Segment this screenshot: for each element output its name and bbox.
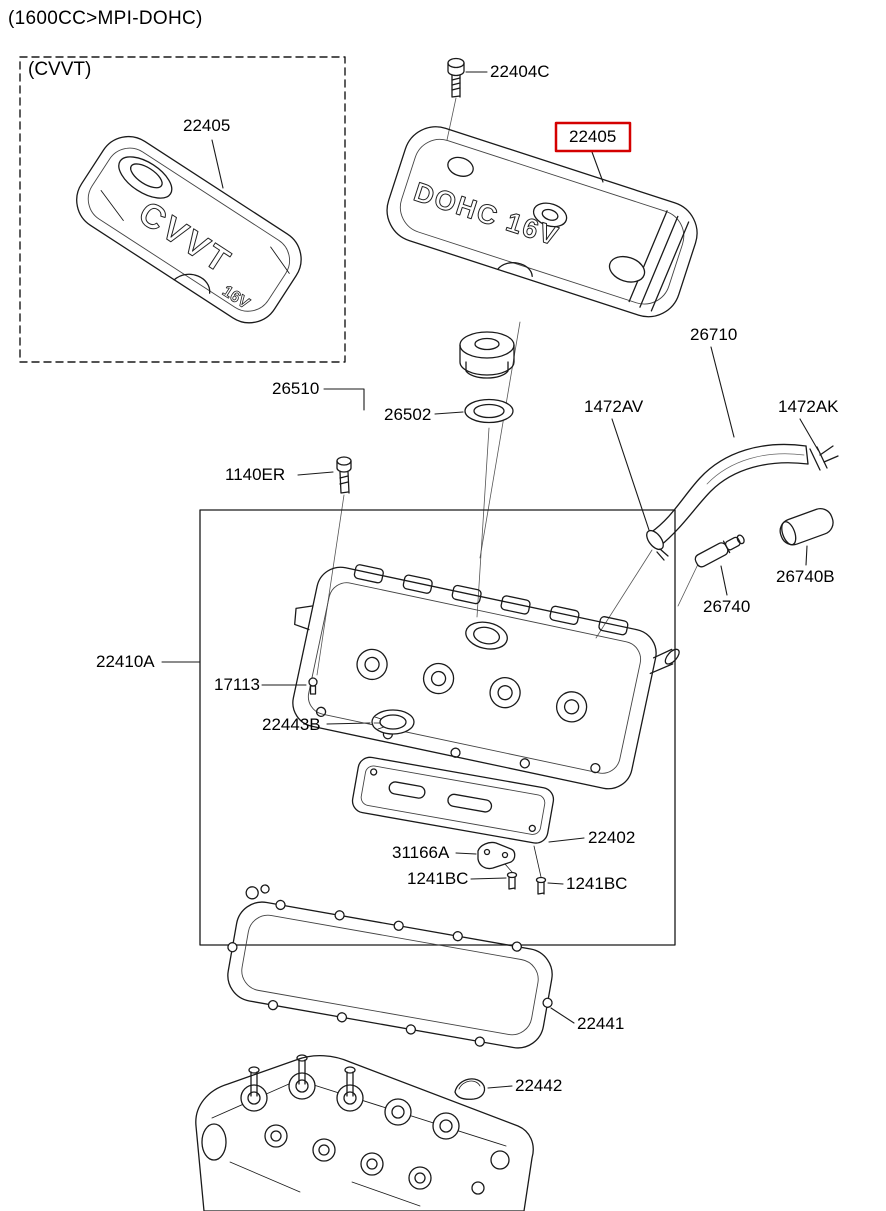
pcv-sleeve-art: [779, 507, 834, 546]
assembly-lines: [316, 97, 701, 676]
part-label-1472ak[interactable]: 1472AK: [778, 397, 839, 416]
part-label-22441[interactable]: 22441: [577, 1014, 625, 1033]
part-label-31166a[interactable]: 31166A: [392, 843, 450, 862]
part-label-26740[interactable]: 26740: [703, 597, 751, 616]
part-label-1140er[interactable]: 1140ER: [225, 465, 286, 484]
part-label-17113[interactable]: 17113: [214, 675, 261, 694]
baffle-gasket-art: [351, 756, 555, 844]
grommet-art: [308, 677, 318, 695]
leader-lines: [161, 71, 819, 1089]
part-label-1472av[interactable]: 1472AV: [584, 397, 644, 416]
rocker-cover-art: [292, 564, 680, 790]
part-label-26710[interactable]: 26710: [690, 325, 738, 344]
spark-plug-seal-art: [371, 709, 415, 735]
baffle-bolt-right-art: [533, 845, 547, 895]
part-label-22442[interactable]: 22442: [515, 1076, 563, 1095]
bracket-art: [477, 841, 516, 870]
mount-bolt-art: [336, 456, 352, 494]
part-label-22405-cvvt[interactable]: 22405: [183, 116, 231, 135]
part-label-22402[interactable]: 22402: [588, 828, 636, 847]
highlight-box: [554, 121, 632, 153]
cvvt-cover-logo-text: CVVT: [132, 194, 239, 282]
rocker-cover-gasket-art: [227, 884, 553, 1049]
part-label-22443b[interactable]: 22443B: [262, 715, 321, 734]
filler-cap-gasket-art: [464, 398, 514, 424]
part-label-1241bc-right[interactable]: 1241BC: [566, 874, 628, 893]
cylinder-head-art: [195, 1054, 534, 1211]
pcv-valve-art: [694, 534, 745, 568]
part-label-1241bc-left[interactable]: 1241BC: [407, 869, 469, 888]
oil-filler-cap-art: [459, 331, 515, 379]
breather-hose-art: [649, 443, 809, 547]
hose-clamp-rear-art: [809, 445, 839, 471]
hose-clamp-front-art: [646, 529, 669, 561]
part-label-26740b[interactable]: 26740B: [776, 567, 835, 586]
semi-circular-plug-art: [454, 1078, 486, 1100]
part-label-26502[interactable]: 26502: [384, 405, 432, 424]
cover-bolt-art: [447, 57, 465, 98]
part-label-22404c[interactable]: 22404C: [490, 62, 550, 81]
baffle-bolt-left-art: [504, 863, 518, 890]
part-label-26510[interactable]: 26510: [272, 379, 320, 398]
part-label-22410a[interactable]: 22410A: [96, 652, 155, 671]
page-title: (1600CC>MPI-DOHC): [8, 8, 203, 29]
cvvt-cover-art: CVVT 16V: [76, 135, 302, 324]
inset-label-cvvt: (CVVT): [28, 59, 92, 80]
part-label-22405-selected[interactable]: 22405: [569, 127, 617, 146]
cvvt-inset-box: [19, 56, 346, 363]
engine-cover-art: DOHC 16V: [386, 126, 698, 318]
